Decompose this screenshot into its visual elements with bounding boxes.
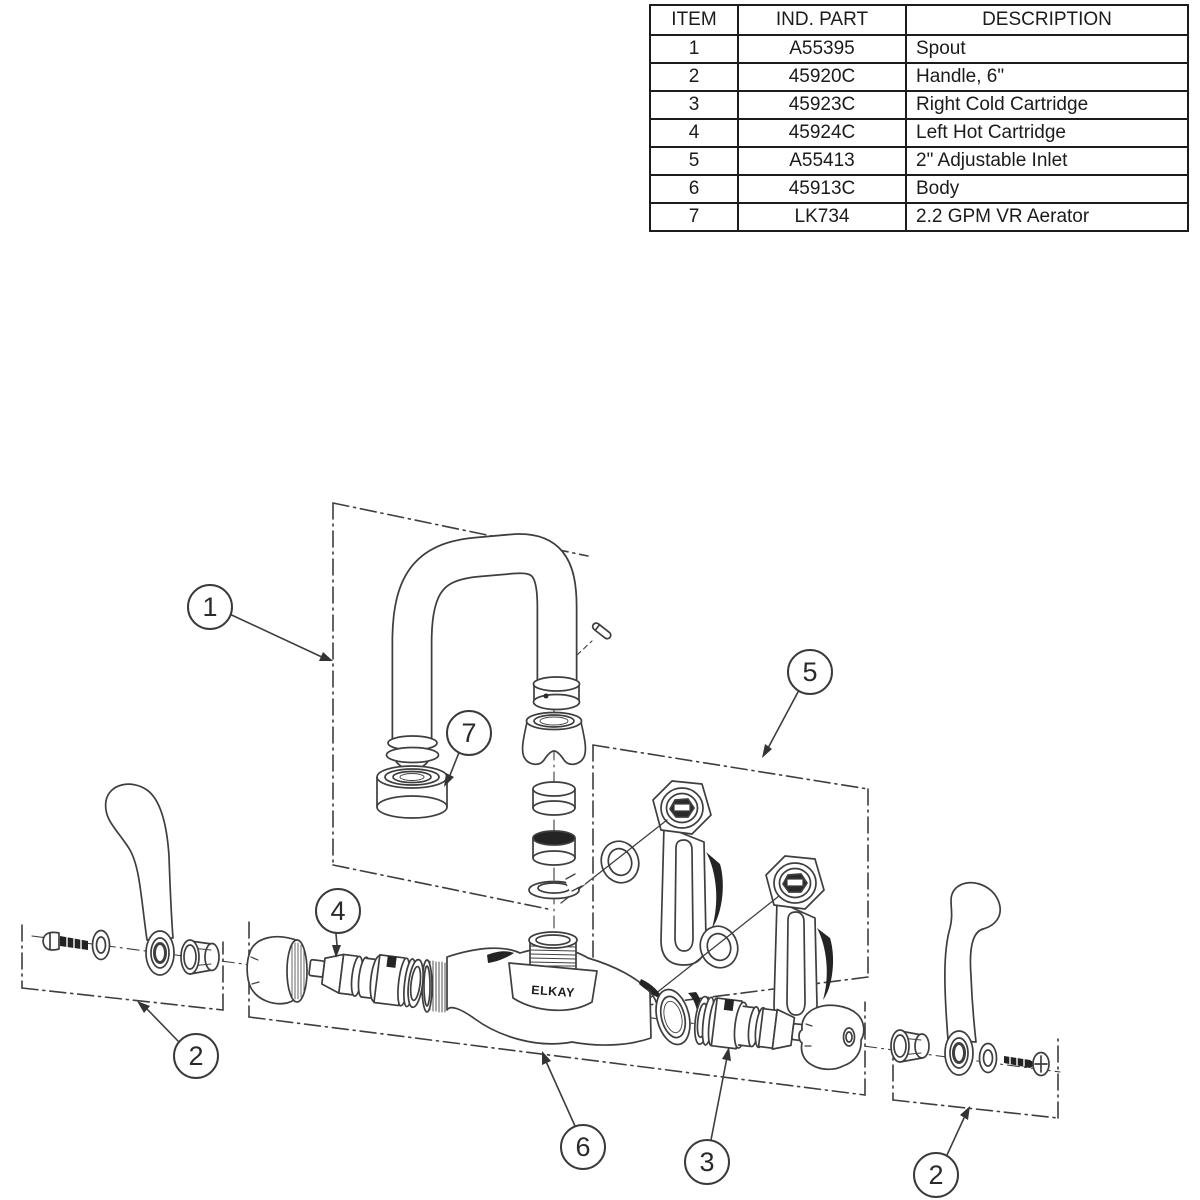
callout-label: 7 <box>461 717 477 748</box>
cell-item: 6 <box>649 174 739 204</box>
cell-item: 4 <box>649 118 739 148</box>
aerator <box>376 765 448 819</box>
right-handle <box>944 881 1002 1076</box>
inlet-washer-left <box>600 840 640 884</box>
right-handle-nut <box>890 1029 930 1063</box>
col-header-item: ITEM <box>649 4 739 36</box>
cell-item: 2 <box>649 62 739 92</box>
table-row: 3 45923C Right Cold Cartridge <box>649 90 1189 120</box>
right-bonnet <box>798 1004 865 1071</box>
gasket-ring <box>532 830 576 866</box>
callout-balloon-3: 3 <box>684 1139 730 1185</box>
table-row: 7 LK734 2.2 GPM VR Aerator <box>649 202 1189 232</box>
dashed-box-inlets <box>592 744 869 1013</box>
left-hot-cartridge <box>308 953 424 1009</box>
cell-item: 1 <box>649 34 739 64</box>
col-header-part: IND. PART <box>737 4 907 36</box>
cell-item: 7 <box>649 202 739 232</box>
table-row: 6 45913C Body <box>649 174 1189 204</box>
table-row: 1 A55395 Spout <box>649 34 1189 64</box>
left-handle-nut <box>180 939 220 975</box>
cell-part: 45924C <box>737 118 907 148</box>
cell-item: 3 <box>649 90 739 120</box>
table-row: 2 45920C Handle, 6" <box>649 62 1189 92</box>
callout-label: 1 <box>202 591 218 622</box>
adjustable-inlet-left <box>652 780 723 966</box>
callout-label: 2 <box>188 1040 204 1071</box>
callout-balloon-5: 5 <box>787 649 833 695</box>
left-handle-washer <box>91 929 111 961</box>
cell-part: A55413 <box>737 146 907 176</box>
spout <box>385 533 612 771</box>
left-bonnet <box>246 935 308 1005</box>
dashed-box-body <box>248 921 866 1096</box>
right-handle-washer <box>978 1042 998 1074</box>
cell-description: 2" Adjustable Inlet <box>905 146 1189 176</box>
cell-description: Right Cold Cartridge <box>905 90 1189 120</box>
callout-label: 5 <box>802 656 818 687</box>
spacer-ring <box>532 781 576 816</box>
cell-description: 2.2 GPM VR Aerator <box>905 202 1189 232</box>
coupling-nut <box>521 711 587 766</box>
cell-part: 45920C <box>737 62 907 92</box>
cell-part: 45923C <box>737 90 907 120</box>
cell-part: LK734 <box>737 202 907 232</box>
callout-label: 2 <box>928 1159 944 1190</box>
callout-balloon-2-right: 2 <box>913 1152 959 1198</box>
callout-balloon-1: 1 <box>187 584 233 630</box>
table-row: 4 45924C Left Hot Cartridge <box>649 118 1189 148</box>
cell-description: Spout <box>905 34 1189 64</box>
callout-balloon-7: 7 <box>446 710 492 756</box>
cell-description: Body <box>905 174 1189 204</box>
cell-part: A55395 <box>737 34 907 64</box>
cell-description: Handle, 6" <box>905 62 1189 92</box>
dashed-box-left-handle <box>21 924 224 1011</box>
snap-ring <box>528 873 586 900</box>
faucet-body: ELKAY <box>421 931 702 1046</box>
callout-label: 6 <box>575 1131 591 1162</box>
cell-description: Left Hot Cartridge <box>905 118 1189 148</box>
cell-item: 5 <box>649 146 739 176</box>
callout-arrows <box>137 614 970 1156</box>
callout-balloon-2-left: 2 <box>173 1033 219 1079</box>
left-handle-screw <box>42 931 88 951</box>
right-cold-cartridge <box>693 995 809 1050</box>
right-handle-screw <box>1004 1051 1050 1077</box>
set-screw <box>591 622 612 640</box>
parts-table: ITEM IND. PART DESCRIPTION 1 A55395 Spou… <box>649 4 1189 232</box>
col-header-description: DESCRIPTION <box>905 4 1189 36</box>
callout-balloon-6: 6 <box>560 1124 606 1170</box>
callout-label: 3 <box>699 1146 715 1177</box>
cell-part: 45913C <box>737 174 907 204</box>
brand-label: ELKAY <box>531 983 576 1000</box>
table-header-row: ITEM IND. PART DESCRIPTION <box>649 4 1189 36</box>
callout-label: 4 <box>330 895 346 926</box>
left-handle <box>104 783 175 976</box>
callout-balloon-4: 4 <box>315 888 361 934</box>
adjustable-inlet-right <box>765 855 834 1030</box>
table-row: 5 A55413 2" Adjustable Inlet <box>649 146 1189 176</box>
